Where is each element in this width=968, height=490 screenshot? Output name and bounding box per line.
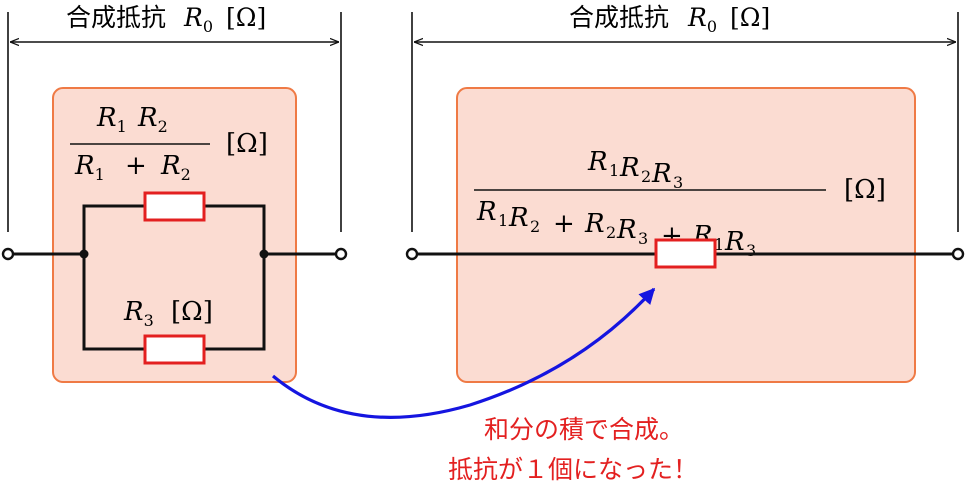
- left-terminal-in: [1, 247, 15, 261]
- right-header-label: 合成抵抗 R0 [Ω]: [569, 3, 770, 36]
- right-den-symbol: R: [476, 197, 497, 227]
- right-den-subscript: 2: [530, 217, 540, 236]
- svg-text:R1+R2: R1+R2: [74, 151, 191, 184]
- left-junction-dot-left: [79, 249, 89, 259]
- left-header-label: 合成抵抗 R0 [Ω]: [66, 3, 266, 36]
- left-resistor-bottom: [143, 334, 206, 365]
- left-header-symbol: R: [183, 3, 203, 32]
- right-combined-resistor: [654, 238, 717, 269]
- left-formula-unit: [Ω]: [226, 129, 268, 159]
- right-den-subscript: 2: [606, 223, 616, 242]
- left-terminal-out: [334, 247, 348, 261]
- right-header-sub: 0: [707, 17, 717, 36]
- right-den-subscript: 3: [638, 229, 648, 248]
- left-num-r1-sub: 1: [117, 117, 127, 136]
- left-r3-symbol: R: [123, 297, 144, 327]
- right-header-symbol: R: [687, 3, 707, 32]
- left-r3-unit: [Ω]: [171, 297, 213, 327]
- right-header-text: 合成抵抗: [569, 3, 669, 32]
- right-num-symbol: R: [587, 147, 608, 177]
- right-den-subscript: 3: [746, 241, 756, 260]
- left-den-r1-sub: 1: [95, 165, 105, 184]
- right-den-subscript: 1: [714, 235, 724, 254]
- right-terminal-out: [951, 247, 965, 261]
- right-formula-numerator: R1R2R3: [587, 147, 683, 192]
- left-num-r2: R: [137, 103, 158, 133]
- right-header-unit: [Ω]: [730, 3, 770, 32]
- right-formula-unit: [Ω]: [844, 175, 886, 205]
- left-panel: [52, 87, 297, 383]
- right-num-symbol: R: [619, 153, 640, 183]
- left-header-sub: 0: [203, 17, 213, 36]
- left-num-r1: R: [96, 103, 117, 133]
- left-resistor-top: [143, 191, 206, 222]
- caption-line-1: 和分の積で合成。: [484, 415, 684, 444]
- right-den-symbol: R: [584, 209, 605, 239]
- right-panel: [456, 87, 916, 383]
- left-den-r1: R: [74, 151, 95, 181]
- left-r3-label: R3 [Ω]: [123, 297, 213, 330]
- caption-line-2: 抵抗が１個になった！: [448, 455, 698, 484]
- right-den-symbol: R: [508, 203, 529, 233]
- right-den-symbol: R: [616, 215, 637, 245]
- right-den-subscript: 1: [498, 211, 508, 230]
- left-num-r2-sub: 2: [158, 117, 168, 136]
- right-den-symbol: R: [724, 227, 745, 257]
- svg-text:R1R2: R1R2: [96, 103, 168, 136]
- left-den-r2: R: [160, 151, 181, 181]
- right-den-operator: +: [553, 209, 575, 239]
- left-header-unit: [Ω]: [226, 3, 266, 32]
- right-num-subscript: 1: [609, 161, 619, 180]
- left-den-r2-sub: 2: [181, 165, 191, 184]
- left-junction-dot-right: [259, 249, 269, 259]
- right-num-symbol: R: [651, 159, 672, 189]
- right-num-subscript: 2: [641, 167, 651, 186]
- right-num-subscript: 3: [673, 173, 683, 192]
- left-den-plus: +: [125, 151, 147, 181]
- left-header-text: 合成抵抗: [66, 3, 166, 32]
- right-terminal-in: [405, 247, 419, 261]
- left-r3-sub: 3: [144, 311, 154, 330]
- transform-arrow: [271, 287, 656, 419]
